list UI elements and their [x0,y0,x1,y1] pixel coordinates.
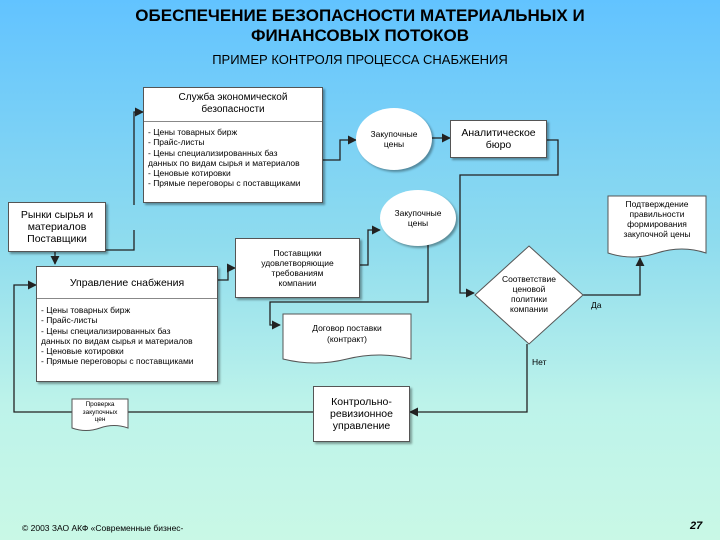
subtitle: ПРИМЕР КОНТРОЛЯ ПРОЦЕССА СНАБЖЕНИЯ [212,52,508,67]
supply-management-list: - Цены товарных бирж - Прайс-листы - Цен… [37,299,217,367]
audit-line-2: ревизионное [330,408,393,420]
list-item: данных по видам сырья и материалов [41,335,193,346]
markets-suppliers-box: Рынки сырья и материалов Поставщики [8,202,106,252]
security-service-list: - Цены товарных бирж - Прайс-листы - Цен… [144,122,322,189]
arrow-supply-to-suppliers [218,263,236,281]
security-service-box: Служба экономической безопасности - Цены… [143,87,323,203]
confirmation-text: Подтверждение правильности формирования … [607,199,707,239]
suppliers-requirements-box: Поставщики удовлетворяющие требованиям к… [235,238,360,298]
audit-line-1: Контрольно- [331,396,392,408]
arrow-prices-to-contract [269,242,429,330]
list-item: данных по видам сырья и материалов [148,157,300,168]
document-shape [282,313,412,364]
supply-management-box: Управление снабжения - Цены товарных бир… [36,266,218,382]
document-shape [607,195,707,258]
arrow-security-to-prices [322,135,357,161]
confirmation-line-3: формирования [627,219,687,229]
confirmation-line-2: правильности [629,209,685,219]
security-service-header-line-2: безопасности [201,104,265,115]
list-item: - Цены специализированных баз [148,147,278,158]
decision-line-1: Соответствие [501,274,557,284]
markets-line-1: Рынки сырья и [20,209,94,221]
price-check-line-3: цен [94,416,106,423]
list-item: - Цены товарных бирж [41,305,131,315]
document-shape [71,398,129,431]
confirmation-line-1: Подтверждение [625,199,689,209]
confirmation-document: Подтверждение правильности формирования … [607,195,707,261]
arrow-markets-to-security [133,107,144,205]
page-number: 27 [690,520,703,532]
purchase-prices-top-line-2: цены [383,139,405,149]
title-line-2: ФИНАНСОВЫХ ПОТОКОВ [250,26,470,45]
purchase-prices-top-circle: Закупочные цены [356,108,432,170]
suppliers-line-4: компании [278,278,317,288]
arrow-audit-to-supply [13,280,313,413]
audit-line-3: управление [332,420,391,432]
suppliers-line-1: Поставщики [273,248,322,258]
list-item: - Ценовые котировки [41,346,124,357]
purchase-prices-mid-line-2: цены [407,218,429,228]
contract-document: Договор поставки (контракт) [282,313,412,369]
audit-department-box: Контрольно- ревизионное управление [313,386,410,442]
markets-line-3: Поставщики [27,233,87,245]
contract-line-1: Договор поставки [312,323,382,333]
confirmation-line-4: закупочной цены [623,229,691,239]
analytics-bureau-line-2: бюро [485,139,512,151]
contract-line-2: (контракт) [327,334,367,344]
list-item: - Прайс-листы [41,315,98,326]
diamond-shape [474,245,584,345]
price-check-line-1: Проверка [85,401,115,408]
purchase-prices-mid-circle: Закупочные цены [380,190,456,246]
contract-text: Договор поставки (контракт) [282,323,412,345]
arrow-no-to-audit [409,344,528,417]
arrow-suppliers-to-prices [360,225,381,266]
price-check-text: Проверка закупочных цен [71,401,129,424]
list-item: - Цены товарных бирж [148,127,238,137]
purchase-prices-mid-line-1: Закупочные [394,208,442,218]
price-check-document: Проверка закупочных цен [71,398,129,434]
list-item: - Ценовые котировки [148,168,231,179]
decision-line-3: политики [511,294,547,304]
list-item: - Цены специализированных баз [41,325,171,336]
yes-label: Да [591,300,602,310]
security-service-header-line-1: Служба экономической [178,92,288,103]
markets-line-2: материалов [27,221,87,233]
analytics-bureau-line-1: Аналитическое [461,127,536,139]
no-label: Нет [532,357,547,367]
security-service-header: Служба экономической безопасности [144,88,322,122]
decision-line-4: компании [510,304,548,314]
purchase-prices-top-line-1: Закупочные [370,129,418,139]
list-item: - Прайс-листы [148,137,205,148]
analytics-bureau-box: Аналитическое бюро [450,120,547,158]
arrow-bureau-to-decision [459,139,559,298]
suppliers-line-2: удовлетворяющие [261,258,334,268]
suppliers-line-3: требованиям [271,268,324,278]
decision-line-2: ценовой [512,284,546,294]
title-line-1: ОБЕСПЕЧЕНИЕ БЕЗОПАСНОСТИ МАТЕРИАЛЬНЫХ И [135,6,585,25]
price-check-line-2: закупочных [82,408,118,416]
list-item: - Прямые переговоры с поставщиками [148,178,301,189]
decision-diamond: Соответствие ценовой политики компании [474,245,584,345]
list-item: - Прямые переговоры с поставщиками [41,356,194,367]
footer-copyright: © 2003 ЗАО АКФ «Современные бизнес- [22,523,184,533]
arrow-yes-to-confirmation [583,257,645,296]
supply-management-header: Управление снабжения [37,267,217,299]
decision-text: Соответствие ценовой политики компании [474,274,584,314]
